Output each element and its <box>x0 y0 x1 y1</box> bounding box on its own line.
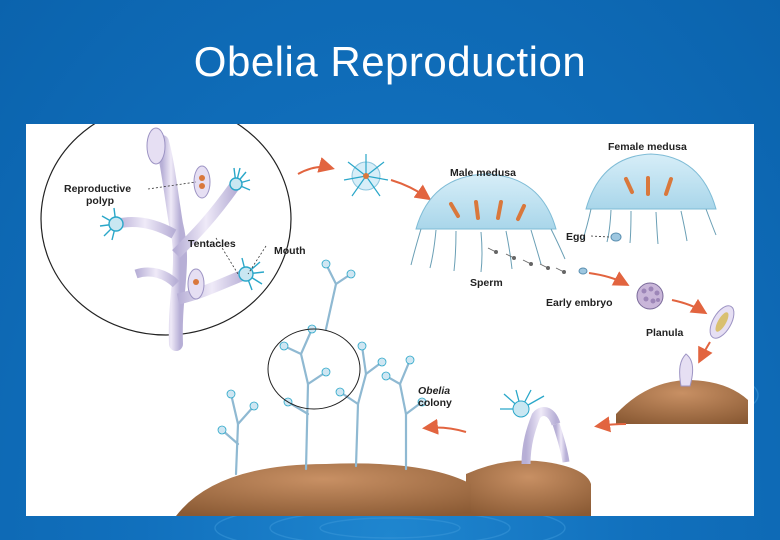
egg <box>610 232 622 242</box>
arrow-to-adult-colony <box>422 418 467 435</box>
female-medusa <box>582 153 717 245</box>
arrow-to-embryo <box>588 271 630 286</box>
slide-title: Obelia Reproduction <box>193 38 587 85</box>
arrow-to-young-colony <box>594 416 627 433</box>
label-egg: Egg <box>566 231 586 243</box>
feeding-polyp <box>99 167 265 291</box>
label-male-medusa: Male medusa <box>450 167 516 179</box>
label-female-medusa: Female medusa <box>608 141 687 153</box>
arrow-to-male-medusa <box>390 179 432 201</box>
label-obelia-colony-2: colony <box>418 397 452 409</box>
label-early-embryo: Early embryo <box>546 297 613 309</box>
label-reproductive-polyp: Reproductive <box>64 183 131 195</box>
label-planula: Planula <box>646 327 684 339</box>
obelia-colony <box>176 259 471 516</box>
planula-larva <box>709 305 735 339</box>
zygote <box>578 267 588 275</box>
life-cycle-diagram: Reproductive polyp Tentacles Mouth <box>40 124 748 516</box>
arrow-to-planula <box>671 298 708 315</box>
arrow-polyp-to-medusa <box>297 157 335 175</box>
male-medusa <box>410 173 567 274</box>
magnified-polyp-inset: Reproductive polyp Tentacles Mouth <box>40 124 306 351</box>
label-obelia-colony: Obelia <box>418 385 450 397</box>
young-colony <box>466 389 591 516</box>
label-mouth: Mouth <box>274 245 306 257</box>
sperm-cells <box>487 247 567 274</box>
label-tentacles: Tentacles <box>188 238 236 250</box>
label-sperm: Sperm <box>470 277 503 289</box>
early-embryo <box>636 282 664 310</box>
reproductive-polyp <box>146 127 211 300</box>
young-medusa <box>343 154 389 197</box>
obelia-life-cycle-figure: Reproductive polyp Tentacles Mouth <box>26 124 754 516</box>
label-reproductive-polyp-2: polyp <box>86 195 114 207</box>
settled-polyp <box>616 353 748 424</box>
arrow-planula-settles <box>698 341 713 364</box>
